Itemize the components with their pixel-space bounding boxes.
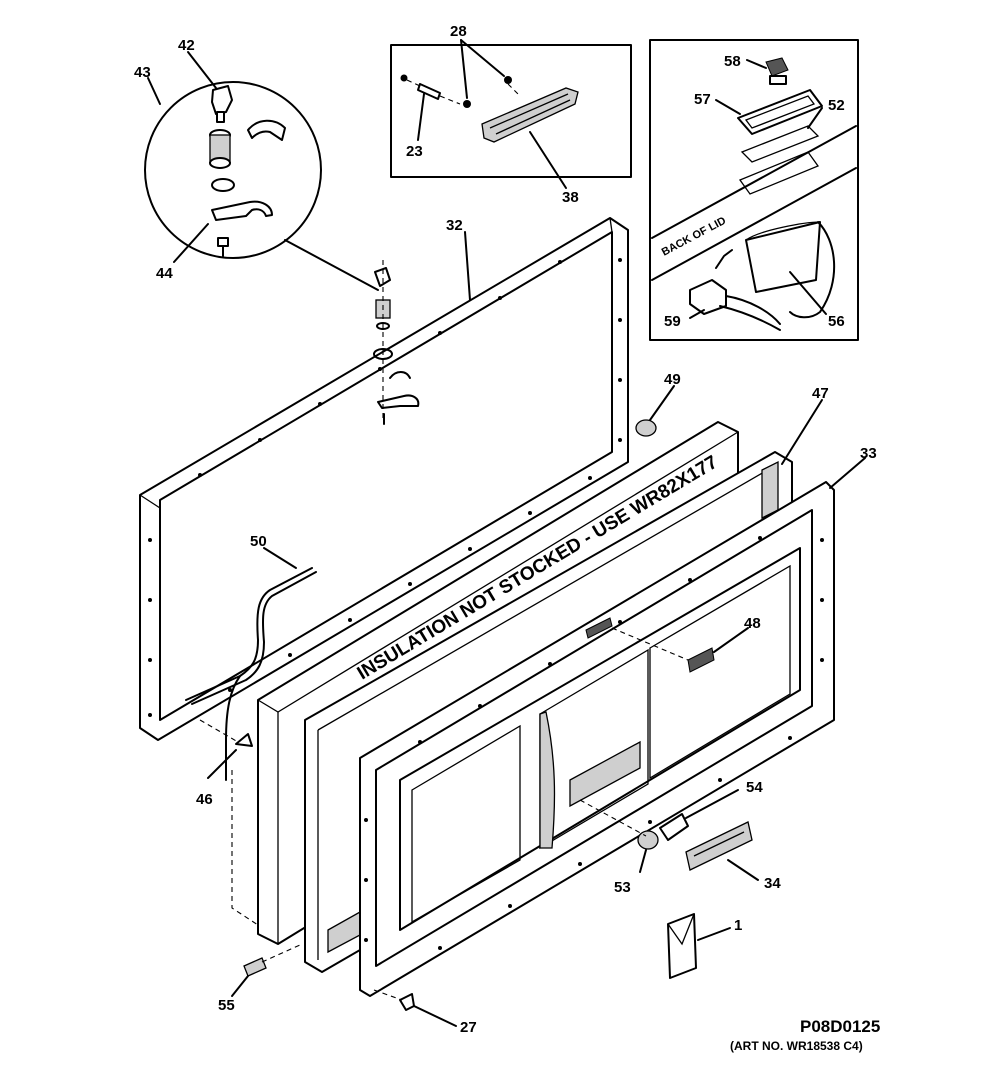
gasket-icon (740, 125, 820, 163)
callout-32: 32 (446, 217, 463, 234)
door-holes (364, 536, 824, 950)
frame-holes (148, 258, 622, 717)
clip-icon (243, 957, 267, 977)
door-screw-icon (399, 993, 415, 1011)
callout-1: 1 (734, 917, 742, 934)
bracket-icon (687, 647, 715, 673)
callout-49: 49 (664, 371, 681, 388)
key-icon (211, 85, 233, 115)
callout-58: 58 (724, 53, 741, 70)
callout-54: 54 (746, 779, 763, 796)
light-bezel-icon (737, 89, 823, 135)
callout-46: 46 (196, 791, 213, 808)
callout-28: 28 (450, 23, 467, 40)
callout-38: 38 (562, 189, 579, 206)
callout-23: 23 (406, 143, 423, 160)
callout-27: 27 (460, 1019, 477, 1036)
leader-lines (147, 39, 866, 1027)
callout-50: 50 (250, 533, 267, 550)
callout-59: 59 (664, 313, 681, 330)
callout-43: 43 (134, 64, 151, 81)
drawing-code: P08D0125 (800, 1017, 880, 1036)
outer-door-frame (359, 481, 835, 997)
back-of-lid-label: BACK OF LID (660, 215, 728, 259)
callout-labels: 42 43 44 28 23 38 58 57 52 56 59 32 49 4… (134, 23, 877, 1036)
light-socket-icon (689, 279, 727, 315)
thermostat-shaft-icon (659, 813, 689, 841)
callout-55: 55 (218, 997, 235, 1014)
lock-clip-icon (247, 119, 286, 141)
callout-56: 56 (828, 313, 845, 330)
callout-57: 57 (694, 91, 711, 108)
handle-inset-box (390, 44, 632, 178)
handle-pin-icon (417, 83, 441, 100)
art-number: (ART NO. WR18538 C4) (730, 1039, 863, 1053)
small-parts (199, 419, 753, 1011)
callout-53: 53 (614, 879, 631, 896)
lock-cam-icon (211, 200, 273, 221)
callout-42: 42 (178, 37, 195, 54)
callout-48: 48 (744, 615, 761, 632)
callout-52: 52 (828, 97, 845, 114)
light-inset-box (649, 39, 859, 341)
lock-detail-circle (144, 81, 379, 291)
wire-harness (185, 567, 313, 701)
callout-44: 44 (156, 265, 173, 282)
callout-47: 47 (812, 385, 829, 402)
callout-33: 33 (860, 445, 877, 462)
envelope-icon (667, 913, 697, 979)
callout-34: 34 (764, 875, 781, 892)
switch-icon (765, 57, 789, 77)
light-housing-icon (745, 221, 821, 293)
screw-icon (235, 733, 253, 747)
inner-lid-frame (139, 217, 629, 781)
plug-icon (635, 419, 657, 437)
control-panel-icon (685, 821, 753, 871)
handle-bar-icon (481, 87, 579, 143)
